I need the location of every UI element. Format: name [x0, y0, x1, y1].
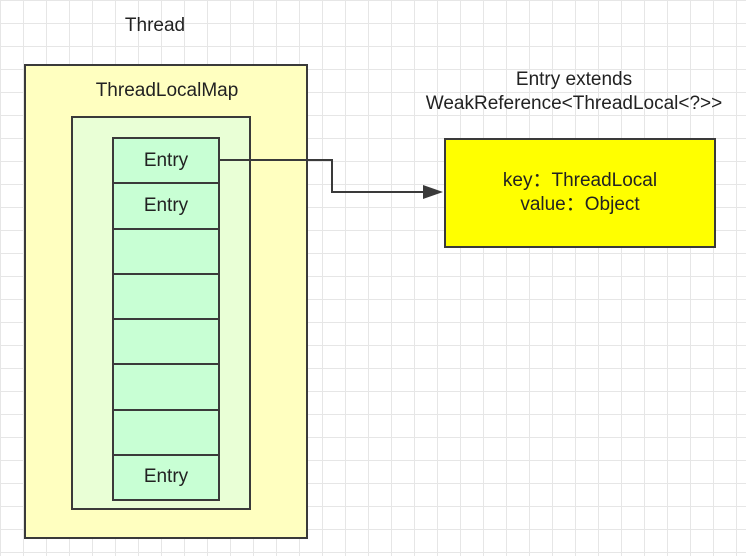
threadlocalmap-title: ThreadLocalMap: [95, 80, 239, 101]
entry-slot[interactable]: [114, 365, 218, 411]
entry-detail-box[interactable]: key：ThreadLocal value：Object: [444, 138, 716, 248]
entry-key-line: key：ThreadLocal: [502, 170, 658, 191]
entry-slot[interactable]: Entry: [114, 184, 218, 230]
entry-slot[interactable]: [114, 274, 218, 320]
entry-slot[interactable]: [114, 229, 218, 275]
arrowhead-icon: [423, 185, 443, 199]
entry-slot[interactable]: Entry: [114, 139, 218, 185]
entry-slot[interactable]: [114, 410, 218, 456]
thread-title: Thread: [124, 15, 186, 36]
entry-caption-line: Entry extends: [515, 69, 633, 90]
entry-slot[interactable]: [114, 320, 218, 366]
entry-array[interactable]: Entry Entry Entry: [112, 137, 220, 501]
entry-slot[interactable]: Entry: [114, 455, 218, 499]
entry-value-line: value：Object: [520, 194, 640, 215]
entry-class-caption: Entry extends WeakReference<ThreadLocal<…: [396, 68, 746, 116]
entry-caption-line: WeakReference<ThreadLocal<?>>: [425, 93, 723, 114]
